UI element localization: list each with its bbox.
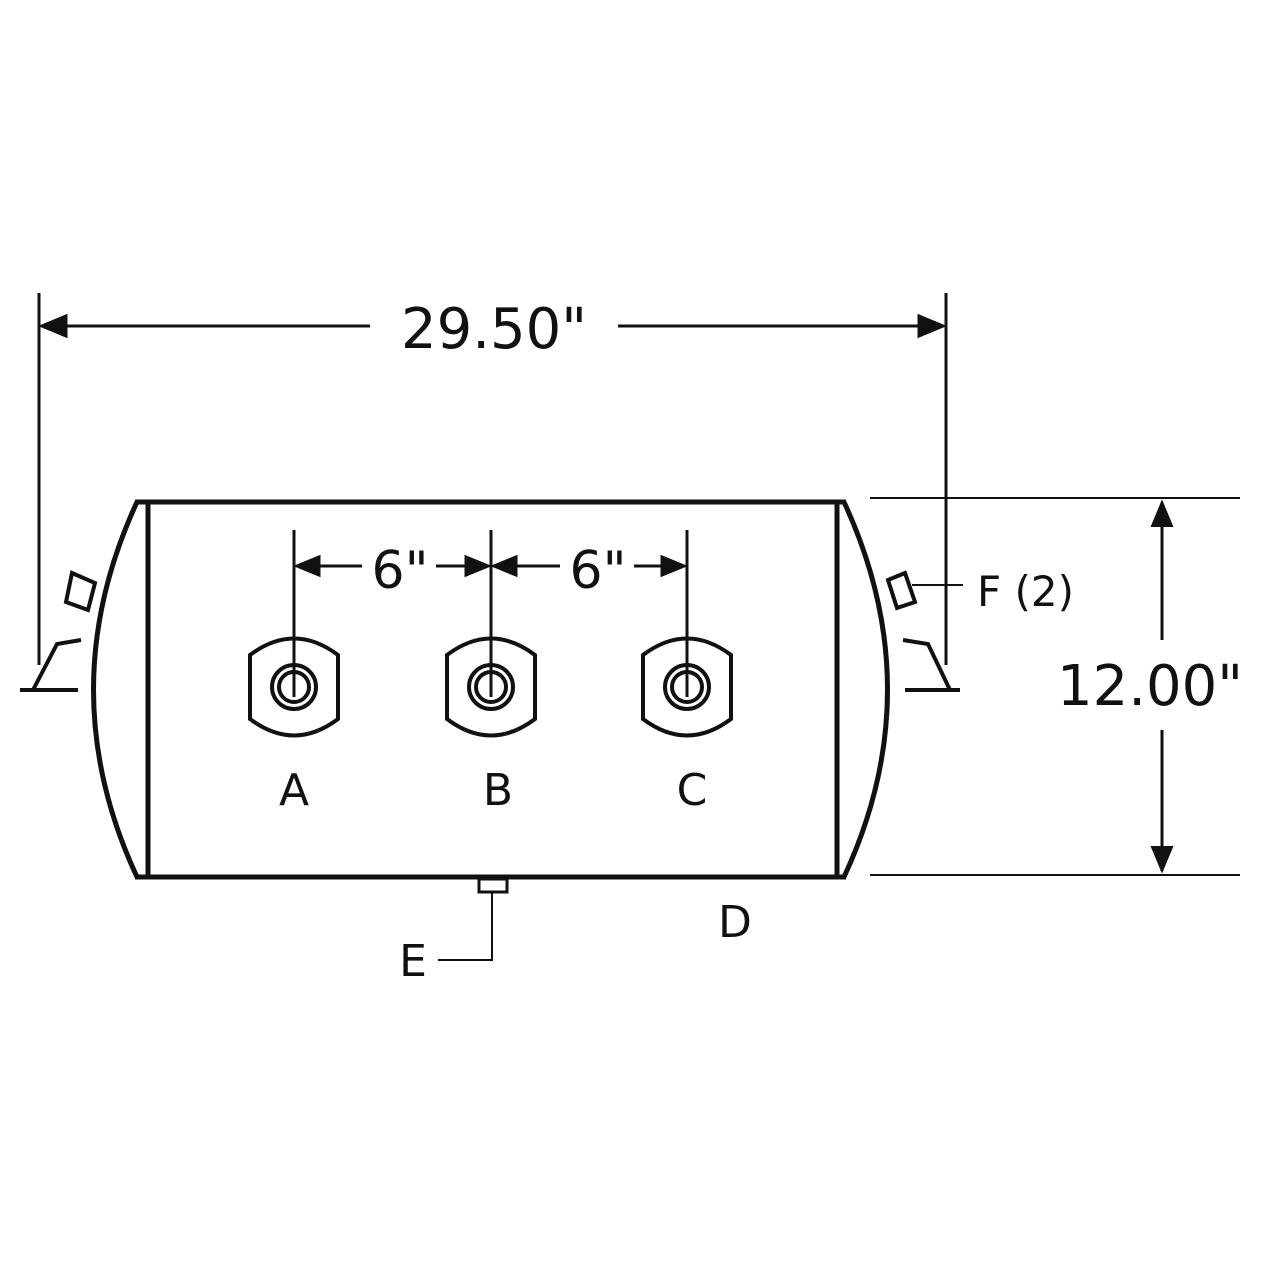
callout-f: F (2): [977, 567, 1074, 616]
port-spacing-label-2: 6": [569, 541, 626, 601]
port-spacing-dimension: [292, 530, 689, 697]
overall-length-dimension: [37, 293, 948, 665]
diameter-dimension: [870, 497, 1240, 876]
callout-e: E: [399, 936, 427, 987]
port-label-b: B: [483, 765, 513, 816]
port-label-a: A: [279, 765, 309, 816]
right-mounting-bracket: [885, 570, 963, 692]
left-mounting-bracket: [20, 570, 98, 692]
tank-body: [91, 499, 890, 880]
diameter-label: 12.00": [1057, 654, 1243, 719]
port-label-c: C: [677, 765, 708, 816]
callout-d: D: [718, 897, 752, 948]
drain-fitting-e: [438, 877, 509, 961]
port-spacing-label-1: 6": [371, 541, 428, 601]
overall-length-label: 29.50": [401, 297, 587, 362]
